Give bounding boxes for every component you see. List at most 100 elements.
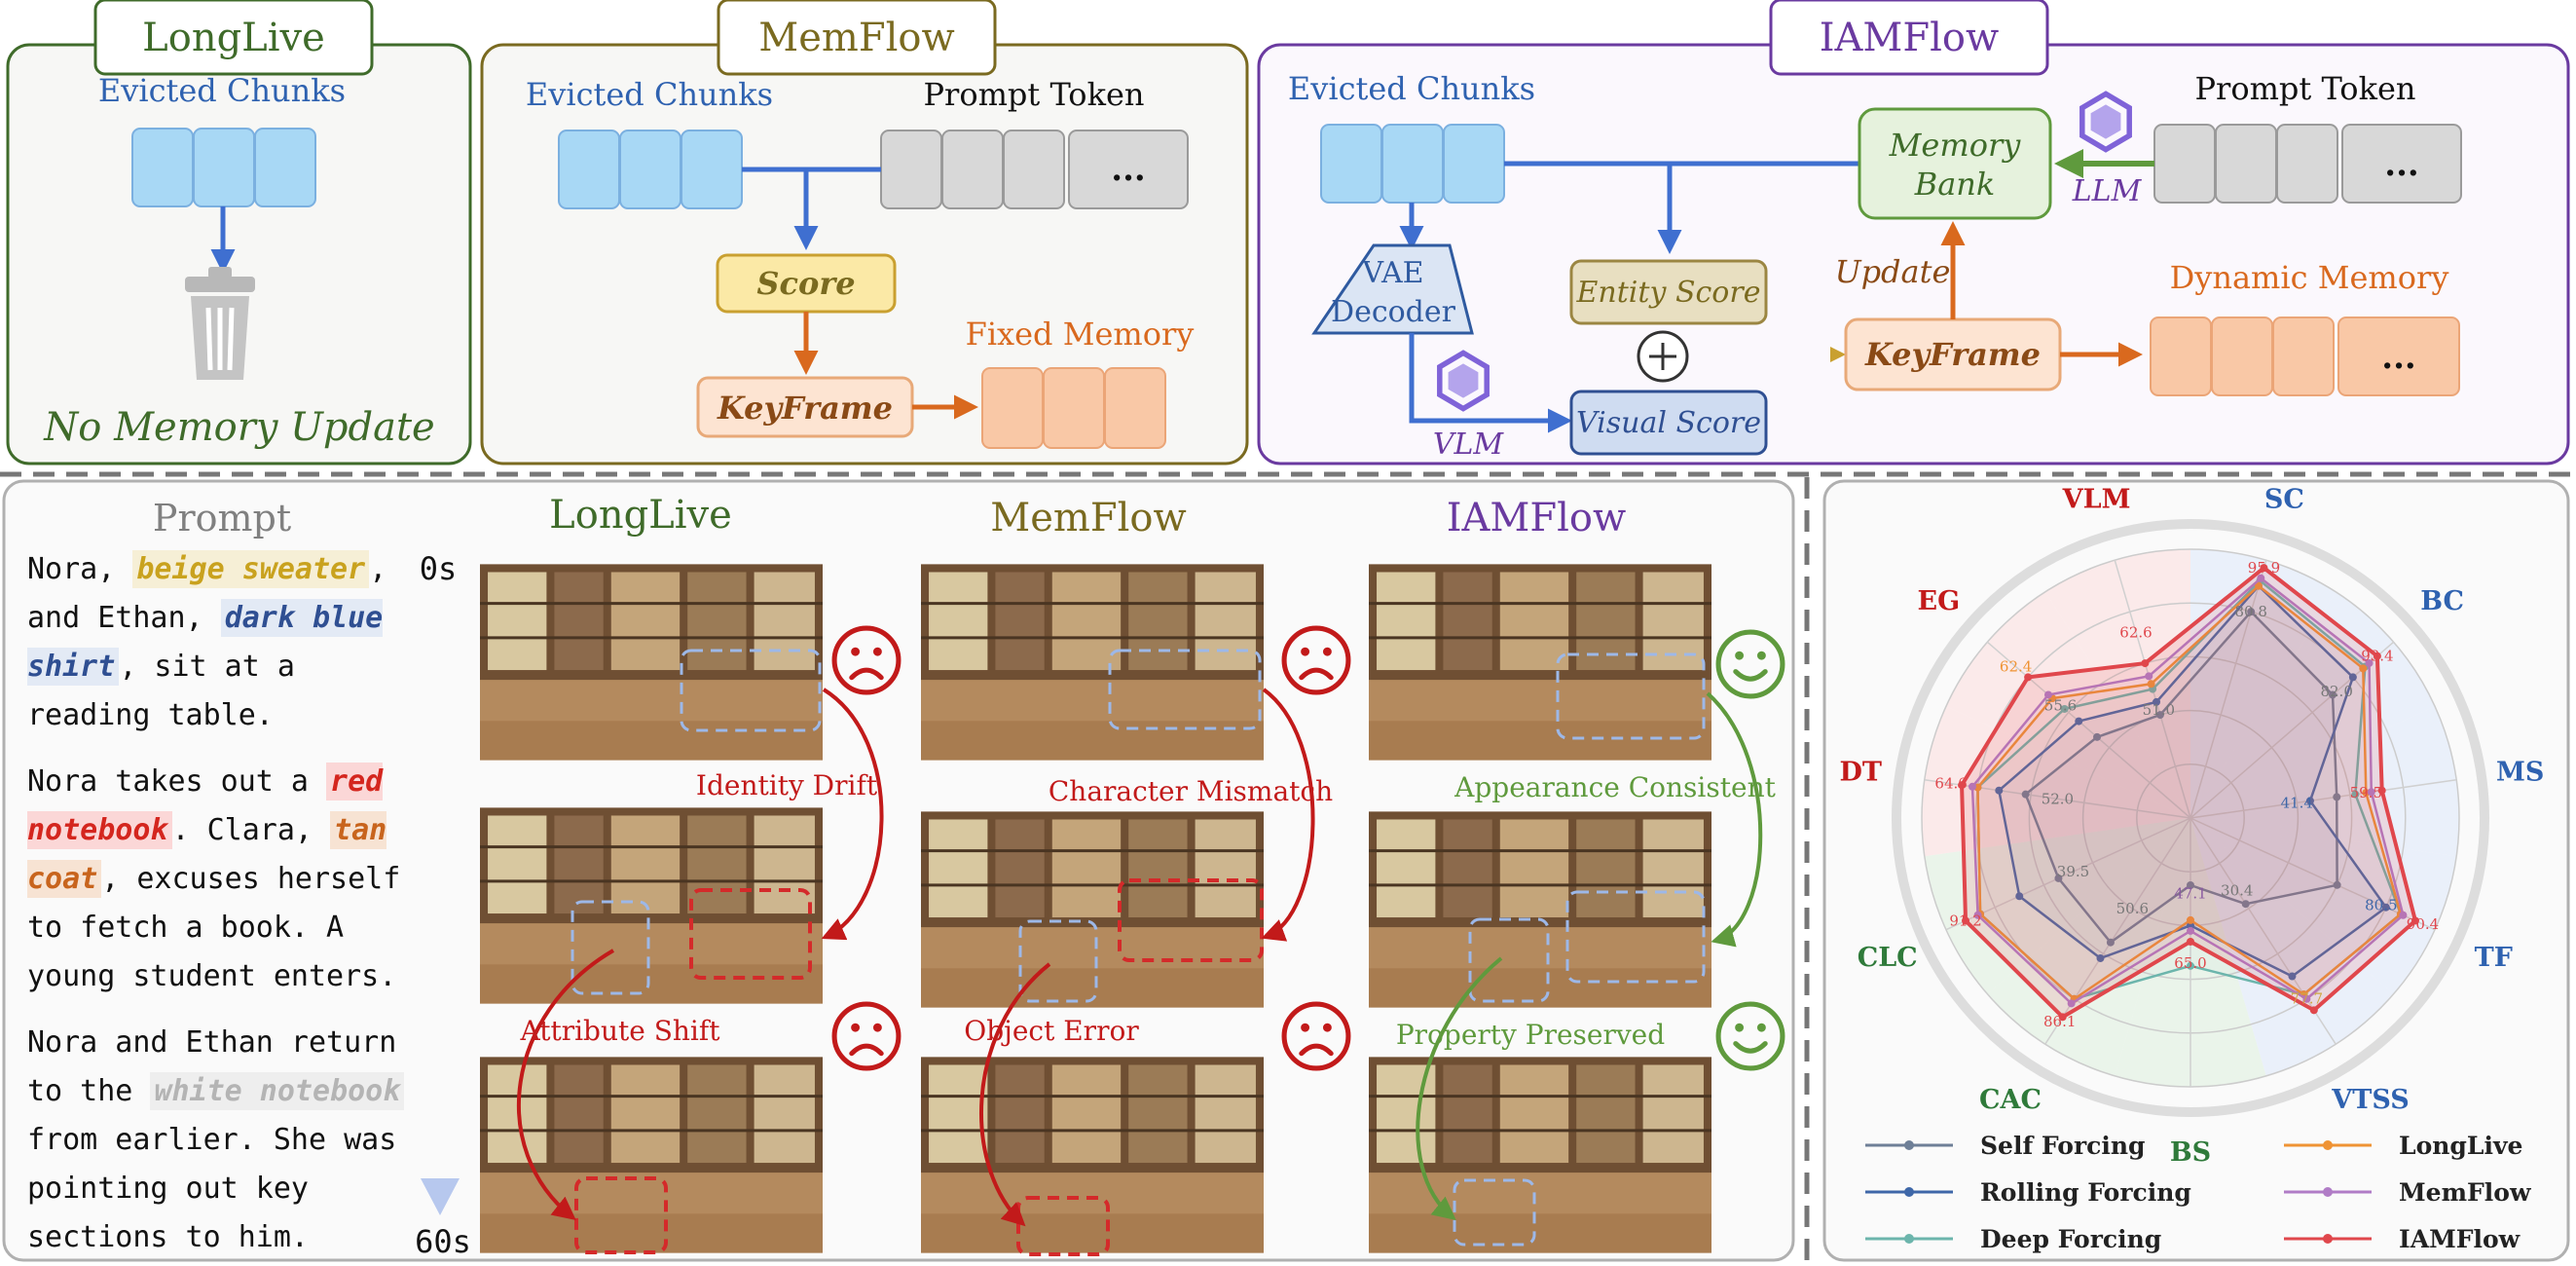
radar-series-memflow	[1970, 577, 2405, 1005]
radar-point	[2067, 999, 2076, 1008]
radar-series-self-forcing	[2024, 610, 2338, 945]
vae-decoder-box: VAE	[1361, 256, 1423, 290]
radar-value-label: 62.4	[2000, 658, 2032, 676]
legend-label: Self Forcing	[1980, 1132, 2146, 1160]
column-title-iamflow: IAMFlow	[1447, 496, 1627, 540]
frame-longlive-3	[480, 1056, 823, 1254]
radar-spoke	[1986, 641, 2191, 819]
radar-value-label: 80.8	[2235, 603, 2267, 620]
radar-point	[2329, 690, 2337, 699]
radar-point	[2333, 880, 2341, 889]
radar-spoke	[1945, 817, 2191, 931]
update-label: Update	[1835, 253, 1951, 290]
memflow-title: MemFlow	[758, 16, 954, 60]
radar-point	[2302, 994, 2311, 1003]
annotation-identity-drift: Identity Drift	[696, 769, 878, 801]
radar-value-label: 82.0	[2320, 683, 2352, 700]
radar-axis-label: CAC	[1979, 1085, 2042, 1115]
frame-longlive-2	[480, 806, 823, 1005]
entity-score-box: Entity Score	[1576, 276, 1761, 310]
radar-series-rolling-forcing	[1997, 583, 2388, 978]
radar-value-label: 30.4	[2221, 881, 2253, 899]
radar-value-label: 95.9	[2248, 559, 2280, 577]
radar-value-label: 65.0	[2174, 954, 2206, 972]
prompt-paragraph-2: Nora takes out a red notebook. Clara, ta…	[27, 763, 401, 993]
iamflow-prompt-token-label: Prompt Token	[2194, 70, 2415, 107]
radar-point	[2305, 797, 2314, 805]
legend-label: IAMFlow	[2399, 1225, 2521, 1253]
memflow-score-box: Score	[756, 265, 855, 302]
radar-point	[2155, 711, 2164, 720]
radar-point	[2381, 903, 2390, 912]
radar-value-label: 90.4	[2407, 915, 2439, 933]
radar-point	[2410, 916, 2419, 925]
panel-longlive: LongLive Evicted Chunks No Memory Update	[6, 0, 472, 465]
radar-point	[2054, 874, 2063, 882]
radar-axis-label: SC	[2264, 485, 2304, 515]
radar-point	[2254, 581, 2263, 590]
radar-value-label: 64.6	[1934, 775, 1967, 793]
dynamic-memory-label: Dynamic Memory	[2170, 259, 2449, 296]
longlive-evicted-label: Evicted Chunks	[98, 72, 346, 109]
svg-text:Bank: Bank	[1914, 166, 1996, 203]
radar-series-longlive	[1976, 584, 2403, 1001]
radar-point	[2075, 717, 2083, 726]
radar-axis-label: CLC	[1858, 943, 1918, 973]
annotation-property-preserved: Property Preserved	[1396, 1019, 1665, 1051]
radar-point	[2106, 938, 2115, 947]
radar-point	[2147, 680, 2155, 689]
radar-point	[1958, 781, 1967, 790]
radar-point	[2309, 1006, 2318, 1015]
radar-point	[2093, 732, 2102, 741]
radar-point	[2060, 704, 2069, 713]
radar-point	[2377, 786, 2386, 795]
radar-axis-label: VTSS	[2331, 1085, 2409, 1115]
svg-text:Decoder: Decoder	[1331, 295, 1456, 329]
radar-value-label: 80.5	[2365, 896, 2397, 913]
radar-spoke	[2190, 778, 2457, 819]
radar-point	[2058, 1013, 2067, 1022]
radar-outer-ring	[1892, 519, 2489, 1117]
annotation-character-mismatch: Character Mismatch	[1049, 775, 1333, 807]
frame-memflow-2	[921, 810, 1264, 1009]
time-end-label: 60s	[415, 1223, 471, 1260]
radar-point	[2260, 564, 2268, 573]
radar-point	[2096, 953, 2105, 962]
radar-point	[2367, 788, 2375, 797]
legend-label: MemFlow	[2399, 1178, 2532, 1207]
legend-marker	[1904, 1234, 1914, 1244]
vlm-label: VLM	[1433, 428, 1505, 462]
radar-point	[2187, 915, 2194, 924]
radar-point	[2043, 690, 2052, 699]
radar-point	[2348, 673, 2357, 682]
prompt-paragraph-3: Nora and Ethan return to the white noteb…	[27, 1019, 426, 1262]
panel-memflow: MemFlow Evicted Chunks Prompt Token ... …	[480, 0, 1249, 465]
radar-point	[2187, 881, 2194, 889]
radar-axis-label: MS	[2496, 757, 2544, 787]
radar-value-label: 62.6	[2119, 623, 2152, 641]
frame-memflow-1	[921, 563, 1264, 762]
radar-point	[2187, 921, 2194, 930]
radar-sector	[2190, 818, 2394, 1076]
radar-sector	[1987, 818, 2190, 1076]
legend-marker	[2323, 1187, 2333, 1197]
radar-value-label: 51.0	[2143, 701, 2175, 719]
radar-point	[2141, 659, 2150, 668]
radar-sector	[2044, 549, 2190, 818]
radar-axis-label: BS	[2170, 1137, 2211, 1168]
radar-sector	[2190, 591, 2436, 818]
annotation-appearance-consistent: Appearance Consistent	[1454, 771, 1776, 803]
radar-point	[2187, 926, 2194, 935]
radar-point	[1968, 782, 1976, 791]
highlight-beige-sweater: beige sweater	[132, 550, 370, 588]
radar-value-label: 41.4	[2281, 794, 2313, 811]
radar-point	[1962, 916, 1970, 925]
radar-point	[2399, 911, 2408, 919]
highlight-white-notebook: white notebook	[150, 1072, 405, 1110]
prompt-paragraph-1: Nora, beige sweater, and Ethan, dark blu…	[27, 550, 387, 732]
radar-spoke	[2190, 817, 2436, 931]
radar-value-label: 47.1	[2174, 884, 2206, 902]
radar-spoke	[2190, 817, 2337, 1045]
radar-axis-label: EG	[1918, 586, 1961, 616]
